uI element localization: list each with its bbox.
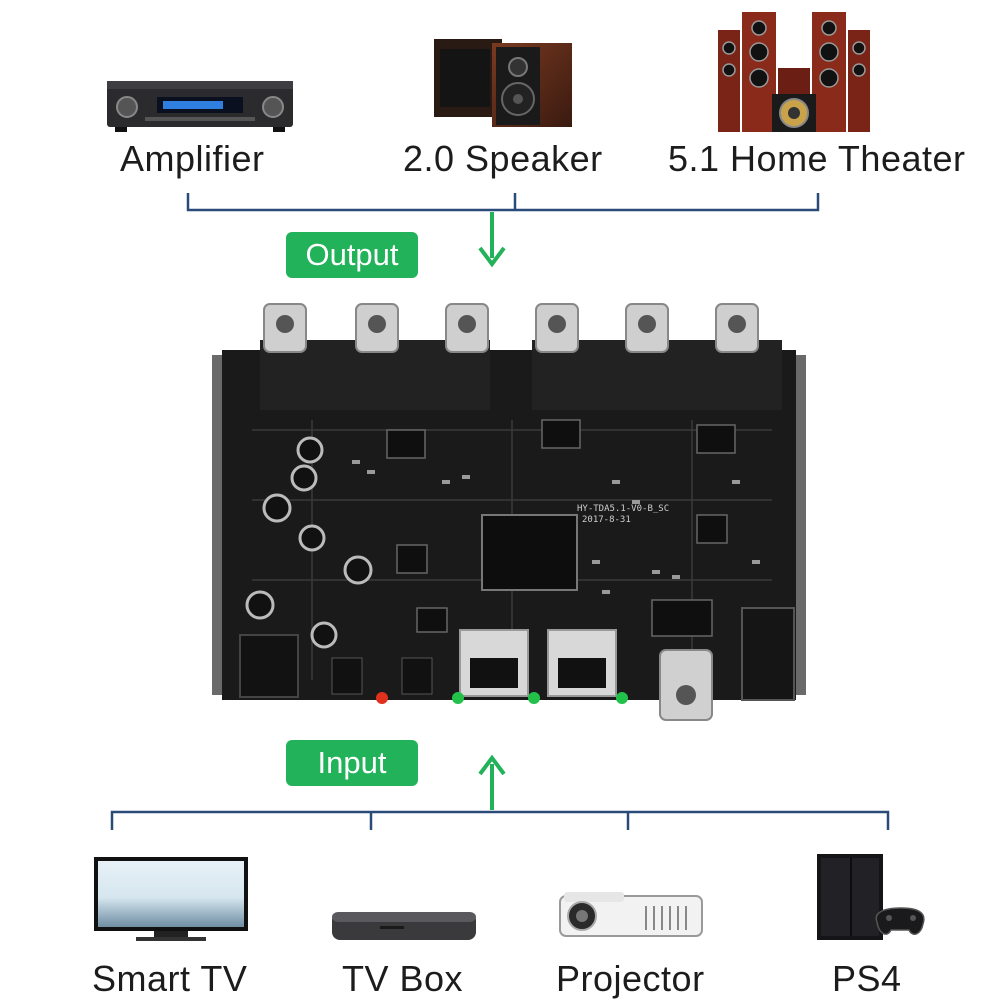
input-connector-lines <box>110 810 890 830</box>
device-label-projector: Projector <box>556 958 705 999</box>
output-arrow-icon <box>478 212 506 268</box>
smart-tv-icon <box>92 855 250 943</box>
device-label-2-0-speaker: 2.0 Speaker <box>403 138 603 179</box>
device-label-ps4: PS4 <box>832 958 902 999</box>
bookshelf-speakers-icon <box>430 35 580 130</box>
input-arrow-icon <box>478 754 506 810</box>
amplifier-icon <box>105 75 295 135</box>
output-tag: Output <box>286 232 418 278</box>
tv-box-icon <box>330 908 478 944</box>
device-label-tv-box: TV Box <box>342 958 464 999</box>
input-tag: Input <box>286 740 418 786</box>
projector-icon <box>556 884 706 942</box>
device-label-5-1-home-theater: 5.1 Home Theater <box>668 138 966 179</box>
decoder-board-image: HY-TDA5.1-V0-B_SC 2017-8-31 <box>212 300 812 730</box>
home-theater-speakers-icon <box>712 8 877 136</box>
board-model-text: HY-TDA5.1-V0-B_SC <box>577 504 669 514</box>
ps4-console-icon <box>815 852 925 944</box>
device-label-smart-tv: Smart TV <box>92 958 248 999</box>
board-date-text: 2017-8-31 <box>582 515 631 525</box>
device-label-amplifier: Amplifier <box>120 138 265 179</box>
output-connector-lines <box>186 193 820 212</box>
